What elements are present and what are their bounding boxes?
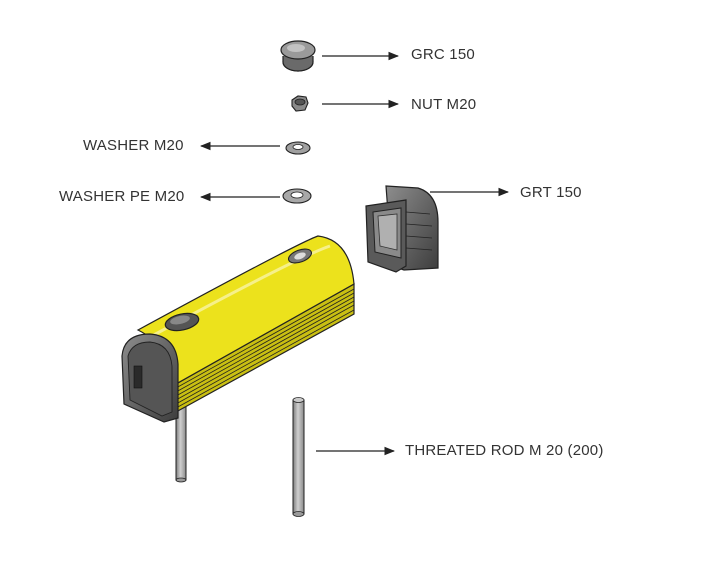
leader-arrows (199, 51, 510, 456)
label-washer-m20: WASHER M20 (83, 137, 184, 154)
washer-m20 (285, 141, 311, 155)
label-grt-150: GRT 150 (520, 184, 582, 201)
grt-150-end-cap (365, 185, 439, 273)
nut-m20 (291, 95, 309, 112)
label-nut-m20: NUT M20 (411, 96, 477, 113)
label-threated-rod: THREATED ROD M 20 (200) (405, 442, 604, 459)
label-grc-150: GRC 150 (411, 46, 475, 63)
threated-rod-m20 (292, 397, 305, 517)
grc-150-cap (280, 40, 316, 72)
yellow-guard-body (121, 235, 355, 423)
label-washer-pe-m20: WASHER PE M20 (59, 188, 185, 205)
washer-pe-m20 (282, 188, 312, 204)
